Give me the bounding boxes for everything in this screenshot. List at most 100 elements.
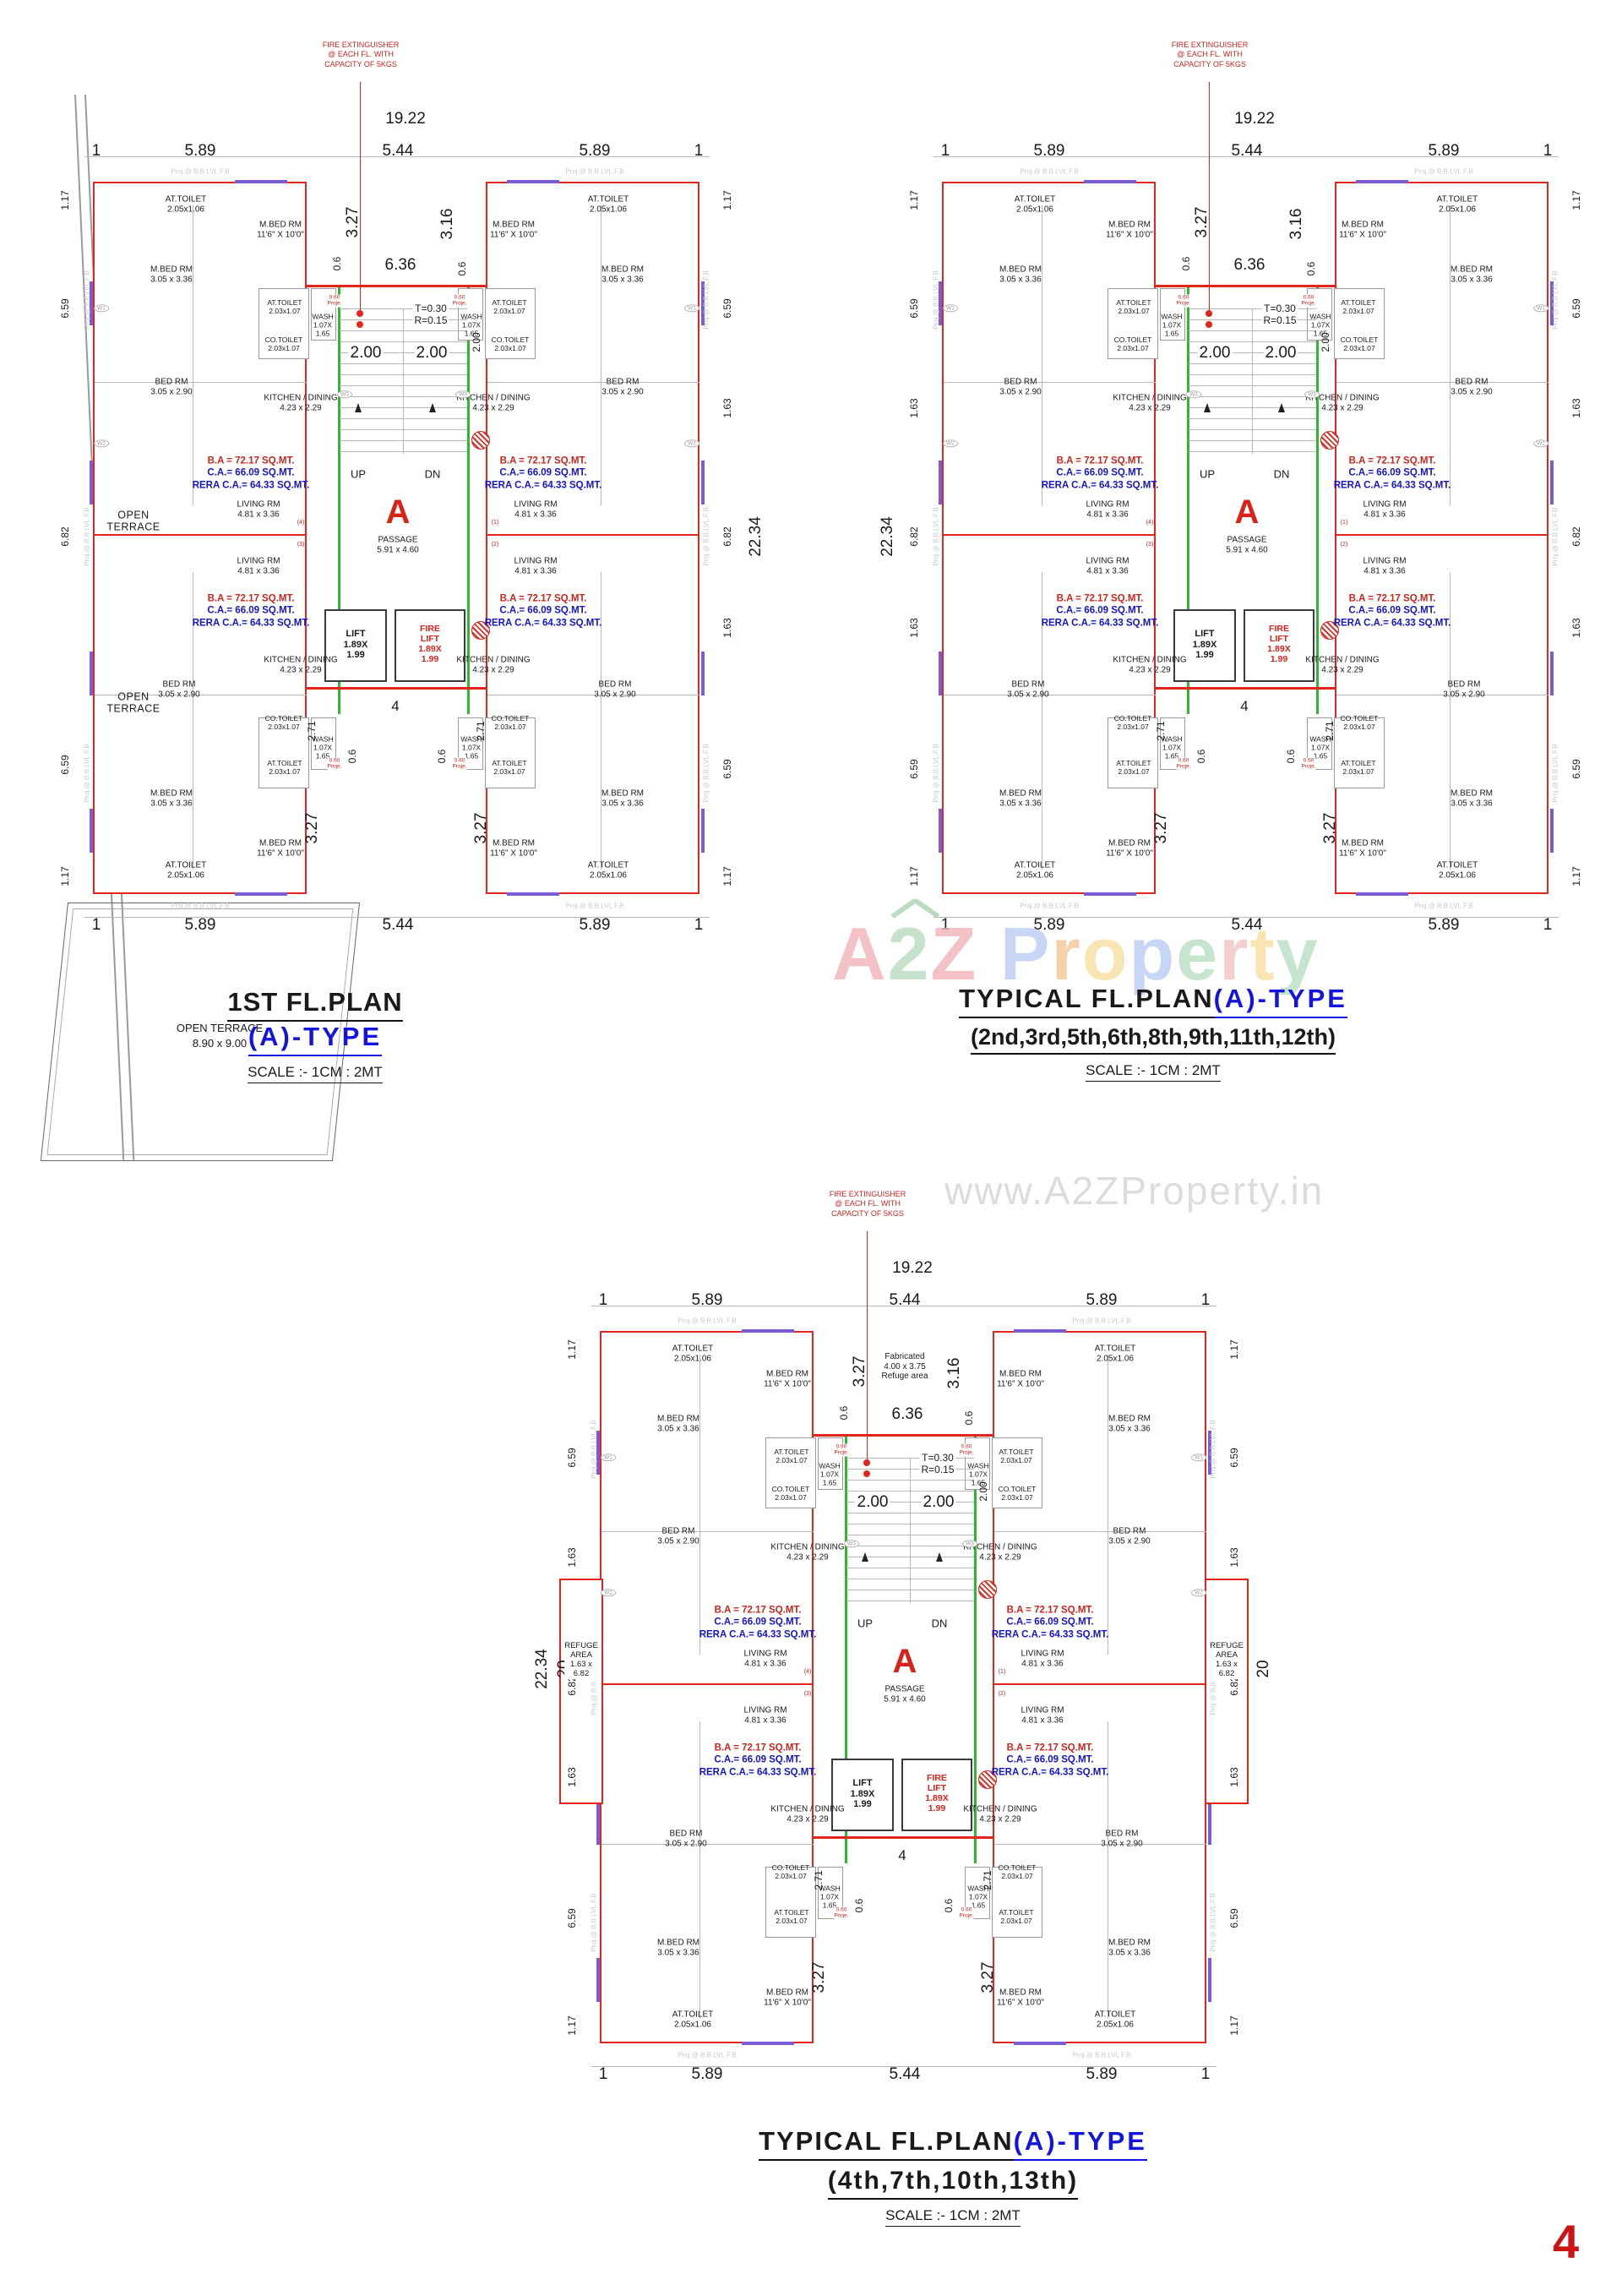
watermark-letter: p <box>1129 912 1177 995</box>
dimension-label: 0.6 <box>838 1405 851 1421</box>
core-top-wall <box>814 1434 994 1437</box>
partition-line <box>601 1531 814 1532</box>
dimension-label: 6.59 <box>59 298 72 319</box>
dimension-label: 2.71 <box>982 1870 994 1890</box>
plan3-title-block: TYPICAL FL.PLAN(A)-TYPE (4th,7th,10th,13… <box>712 2126 1194 2227</box>
partition-line <box>944 382 1156 383</box>
window-mark <box>90 281 93 325</box>
dimension-label: 5.89 <box>1428 916 1460 935</box>
window-mark <box>939 281 942 325</box>
toilet-block <box>1108 717 1158 788</box>
plan2-scale-label: SCALE :- 1CM : 2MT <box>1086 1062 1221 1082</box>
area-statement: B.A = 72.17 SQ.MT.C.A.= 66.09 SQ.MT.RERA… <box>699 1742 817 1778</box>
dimension-label: 6.59 <box>721 759 734 779</box>
window-mark <box>90 652 93 695</box>
dimension-label: 19.22 <box>385 110 426 128</box>
projection-note: Proj.@ B.B.LVL.F.B <box>932 507 940 566</box>
dimension-label: 1.17 <box>1228 2015 1241 2036</box>
stair-up-arrow <box>355 403 362 412</box>
window-tag: W2 <box>684 439 699 448</box>
projection-note: Proj.@ B.B.LVL.F.B <box>702 270 710 330</box>
dimension-label: 6.59 <box>566 1448 579 1468</box>
dimension-label: 1 <box>1200 2065 1211 2084</box>
dimension-label: 4 <box>1238 698 1251 715</box>
plan2-title: TYPICAL FL.PLAN <box>959 984 1214 1018</box>
watermark-letter: e <box>1176 912 1220 995</box>
window-mark <box>701 281 705 325</box>
fire-lift-shaft <box>901 1759 972 1831</box>
dimension-label: 1.17 <box>1228 1339 1241 1360</box>
window-mark <box>1550 652 1554 695</box>
dimension-label: 3.27 <box>303 812 322 844</box>
window-tag: W3 <box>1304 390 1320 399</box>
door-tag: (2) <box>1340 541 1348 548</box>
projection-note: Proj.@ B.B.LVL.F.B <box>1414 167 1473 176</box>
window-tag: W1 <box>1191 1453 1206 1462</box>
dimension-label: 3.27 <box>810 1961 829 1993</box>
dimension-rail <box>933 156 1559 157</box>
dimension-label: 0.6 <box>1195 749 1208 764</box>
dimension-label: 5.44 <box>889 1291 921 1310</box>
dimension-label: 19.22 <box>892 1259 933 1278</box>
projection-note: Proj.@ B.B.LVL.F.B <box>565 902 624 910</box>
dimension-label: 1.17 <box>566 1339 579 1360</box>
toilet-block <box>485 288 536 359</box>
projection-note: Proj.@ B.B.LVL.F.B <box>678 2051 737 2059</box>
dimension-label: 1.17 <box>721 866 734 886</box>
window-tag: W3 <box>962 1540 977 1548</box>
open-terrace-name: OPEN TERRACE <box>176 1022 264 1034</box>
area-statement: B.A = 72.17 SQ.MT.C.A.= 66.09 SQ.MT.RERA… <box>192 593 310 629</box>
dimension-label: 6.59 <box>59 755 72 775</box>
dimension-label: 6.82 <box>721 526 734 547</box>
projection-note: Proj.@ B.B.LVL.F.B <box>1551 270 1559 330</box>
dimension-rail <box>933 917 1559 918</box>
partition-line <box>601 1844 814 1845</box>
dimension-label: 2.00 <box>348 344 384 363</box>
toilet-block <box>1334 717 1385 788</box>
dimension-label: 3.27 <box>1321 812 1340 844</box>
dimension-label: 1.17 <box>1570 190 1583 210</box>
stair-direction-label: DN <box>931 1617 948 1630</box>
plan2-title-block: TYPICAL FL.PLAN(A)-TYPE (2nd,3rd,5th,6th… <box>912 984 1394 1082</box>
window-mark <box>90 809 93 853</box>
window-mark <box>1208 1801 1211 1845</box>
door-tag: (4) <box>1146 519 1154 526</box>
window-tag: W1 <box>94 304 109 313</box>
partition-line <box>95 382 307 383</box>
lift-shaft <box>324 609 387 682</box>
dimension-label: 2.00 <box>921 1493 956 1512</box>
window-tag: W2 <box>1191 1589 1206 1597</box>
a2z-property-watermark: A2Z Property <box>832 911 1320 997</box>
